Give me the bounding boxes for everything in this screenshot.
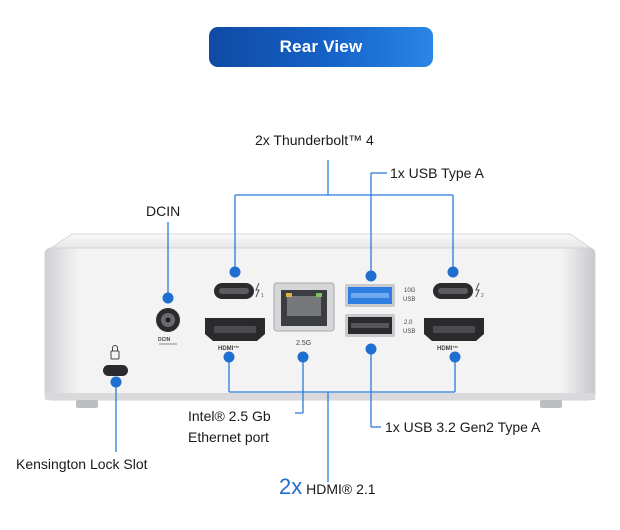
label-ethernet-line2: Ethernet port [188, 429, 269, 445]
thunderbolt-port-2: 2 [433, 282, 484, 299]
label-usb-type-a: 1x USB Type A [390, 165, 484, 181]
thunderbolt-icon [255, 282, 260, 298]
label-usb32: 1x USB 3.2 Gen2 Type A [385, 419, 541, 435]
svg-text:2.5G: 2.5G [296, 340, 311, 347]
hdmi-port-left: HDMI™ [205, 318, 265, 352]
dot-ethernet [297, 351, 309, 363]
label-thunderbolt: 2x Thunderbolt™ 4 [255, 132, 374, 148]
svg-text:HDMI™: HDMI™ [437, 345, 458, 352]
hdmi-port-right: HDMI™ [424, 318, 484, 352]
hdmi-text: HDMI® 2.1 [306, 481, 376, 497]
svg-text:DCIN: DCIN [158, 337, 171, 343]
label-dcin: DCIN [146, 203, 181, 219]
thunderbolt-icon [475, 282, 480, 298]
svg-text:2.0: 2.0 [404, 320, 413, 326]
label-kensington: Kensington Lock Slot [16, 456, 148, 472]
ethernet-port: 2.5G [273, 282, 335, 347]
right-foot [540, 400, 562, 408]
svg-text:2: 2 [481, 293, 484, 299]
dot-thunderbolt-1 [229, 266, 241, 278]
dot-dcin [162, 292, 174, 304]
dot-hdmi-left [223, 351, 235, 363]
usb-2-port: 2.0 USB [345, 314, 415, 337]
svg-text:USB: USB [403, 297, 415, 303]
dot-kensington [110, 376, 122, 388]
leader-lines [115, 160, 456, 482]
dot-thunderbolt-2 [447, 266, 459, 278]
svg-text:HDMI™: HDMI™ [218, 345, 239, 352]
dot-hdmi-right [449, 351, 461, 363]
thunderbolt-port-1: 1 [214, 282, 264, 299]
kensington-slot [103, 345, 128, 376]
callout-dots [110, 266, 461, 388]
label-hdmi: 2x HDMI® 2.1 [279, 474, 376, 499]
usb-10g-port: 10G USB [345, 284, 416, 307]
dot-usb32 [365, 343, 377, 355]
svg-text:USB: USB [403, 329, 415, 335]
svg-text:1: 1 [261, 293, 264, 299]
dot-usb-type-a [365, 270, 377, 282]
label-ethernet-line1: Intel® 2.5 Gb [188, 408, 271, 424]
hdmi-count: 2x [279, 474, 303, 499]
lock-icon [110, 345, 120, 360]
svg-text:10G: 10G [404, 288, 416, 294]
dc-in-jack: DCIN [156, 308, 180, 345]
rear-view-title: Rear View [209, 27, 433, 67]
left-foot [76, 400, 98, 408]
